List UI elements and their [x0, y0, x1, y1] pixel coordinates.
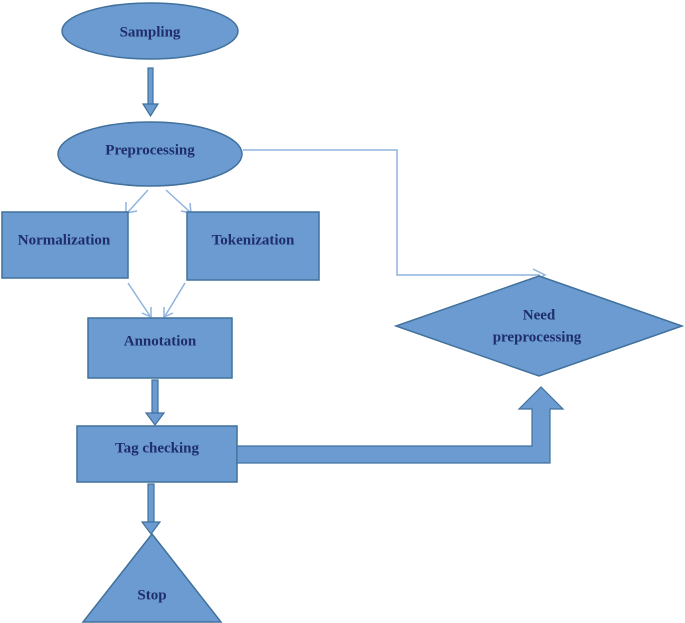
- tokenization-label: Tokenization: [212, 232, 295, 248]
- annotation-node: Annotation: [87, 317, 233, 379]
- need-preprocessing-label-line2: preprocessing: [493, 329, 582, 345]
- preprocessing-label: Preprocessing: [105, 142, 195, 158]
- normalization-label: Normalization: [18, 232, 111, 248]
- sampling-node: Sampling: [61, 2, 239, 60]
- arrow-normalization-to-annotation: [127, 282, 152, 319]
- arrow-preprocessing-to-normalization: [125, 189, 149, 214]
- stop-label: Stop: [137, 587, 166, 603]
- preprocessing-node: Preprocessing: [57, 121, 243, 187]
- sampling-label: Sampling: [120, 24, 181, 40]
- need-preprocessing-node: Need preprocessing: [393, 275, 685, 377]
- arrow-tag-checking-to-need: [236, 386, 565, 464]
- arrow-sampling-to-preprocessing: [141, 67, 160, 118]
- stop-node: Stop: [81, 532, 223, 623]
- need-preprocessing-label-line1: Need: [523, 307, 556, 323]
- tag-checking-label: Tag checking: [115, 440, 200, 456]
- tag-checking-node: Tag checking: [76, 425, 238, 483]
- normalization-node: Normalization: [1, 211, 129, 279]
- arrow-preprocessing-to-tokenization: [165, 189, 192, 214]
- arrow-tag-checking-to-stop: [140, 483, 162, 535]
- tokenization-node: Tokenization: [186, 211, 320, 281]
- arrow-tokenization-to-annotation: [163, 282, 186, 319]
- annotation-label: Annotation: [124, 333, 197, 349]
- arrow-annotation-to-tag-checking: [144, 379, 166, 426]
